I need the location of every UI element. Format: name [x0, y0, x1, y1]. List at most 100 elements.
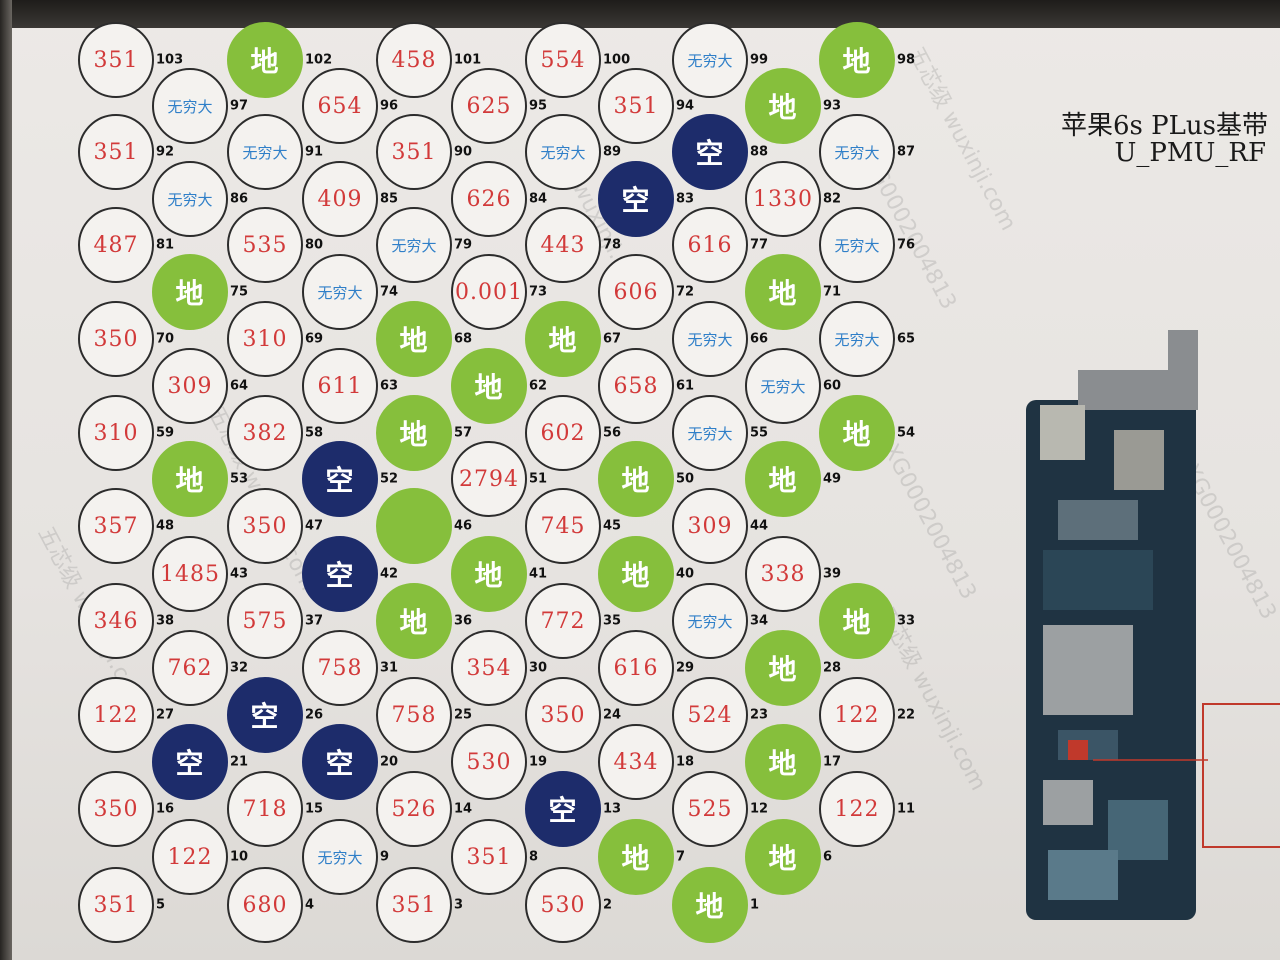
pin-43: 1485 [152, 536, 228, 612]
pin-5: 351 [78, 867, 154, 943]
pin-3: 351 [376, 867, 452, 943]
pin-number-label: 72 [676, 284, 695, 300]
pin-number-label: 9 [380, 849, 390, 865]
pin-84: 626 [451, 161, 527, 237]
pin-number-label: 35 [603, 613, 622, 629]
pin-54: 地 [819, 395, 895, 471]
pin-73: 0.001 [451, 254, 527, 330]
pin-78: 443 [525, 207, 601, 283]
pin-number-label: 61 [676, 378, 695, 394]
pin-number-label: 81 [156, 237, 175, 253]
pin-27: 122 [78, 677, 154, 753]
pin-number-label: 39 [823, 566, 842, 582]
pin-number-label: 2 [603, 897, 613, 913]
pin-number-label: 44 [750, 518, 769, 534]
pin-44: 309 [672, 488, 748, 564]
pin-number-label: 77 [750, 237, 769, 253]
pin-76: 无穷大 [819, 207, 895, 283]
pin-number-label: 1 [750, 897, 760, 913]
pin-69: 310 [227, 301, 303, 377]
pin-13: 空 [525, 771, 601, 847]
pin-number-label: 65 [897, 331, 916, 347]
pin-37: 575 [227, 583, 303, 659]
pin-number-label: 98 [897, 52, 916, 68]
pin-35: 772 [525, 583, 601, 659]
pin-number-label: 37 [305, 613, 324, 629]
pin-47: 350 [227, 488, 303, 564]
pin-number-label: 11 [897, 801, 916, 817]
pin-97: 无穷大 [152, 68, 228, 144]
pin-100: 554 [525, 22, 601, 98]
pin-number-label: 6 [823, 849, 833, 865]
pin-19: 530 [451, 724, 527, 800]
pin-30: 354 [451, 630, 527, 706]
pin-number-label: 15 [305, 801, 324, 817]
pin-number-label: 60 [823, 378, 842, 394]
pin-80: 535 [227, 207, 303, 283]
pin-number-label: 18 [676, 754, 695, 770]
pin-92: 351 [78, 114, 154, 190]
pin-94: 351 [598, 68, 674, 144]
pin-53: 地 [152, 441, 228, 517]
pin-33: 地 [819, 583, 895, 659]
pin-number-label: 66 [750, 331, 769, 347]
pin-10: 122 [152, 819, 228, 895]
pin-number-label: 90 [454, 144, 473, 160]
pin-14: 526 [376, 771, 452, 847]
pin-number-label: 7 [676, 849, 686, 865]
pin-number-label: 54 [897, 425, 916, 441]
pin-number-label: 87 [897, 144, 916, 160]
pin-49: 地 [745, 441, 821, 517]
pin-98: 地 [819, 22, 895, 98]
pin-number-label: 97 [230, 98, 249, 114]
diagram-subtitle: U_PMU_RF [1114, 138, 1266, 168]
pin-74: 无穷大 [302, 254, 378, 330]
logic-board-photo [1026, 330, 1208, 920]
pin-51: 2794 [451, 441, 527, 517]
pin-number-label: 101 [454, 52, 482, 68]
pin-number-label: 48 [156, 518, 175, 534]
pin-90: 351 [376, 114, 452, 190]
pin-number-label: 58 [305, 425, 324, 441]
pin-number-label: 4 [305, 897, 315, 913]
pin-58: 382 [227, 395, 303, 471]
pin-16: 350 [78, 771, 154, 847]
pin-number-label: 42 [380, 566, 399, 582]
pin-88: 空 [672, 114, 748, 190]
pin-number-label: 67 [603, 331, 622, 347]
pin-number-label: 63 [380, 378, 399, 394]
pin-91: 无穷大 [227, 114, 303, 190]
pin-23: 524 [672, 677, 748, 753]
pin-number-label: 13 [603, 801, 622, 817]
pin-number-label: 3 [454, 897, 464, 913]
pin-number-label: 89 [603, 144, 622, 160]
pin-63: 611 [302, 348, 378, 424]
pin-9: 无穷大 [302, 819, 378, 895]
pin-number-label: 62 [529, 378, 548, 394]
pin-67: 地 [525, 301, 601, 377]
pin-number-label: 17 [823, 754, 842, 770]
pin-number-label: 55 [750, 425, 769, 441]
pin-number-label: 93 [823, 98, 842, 114]
pin-82: 1330 [745, 161, 821, 237]
callout-box [1202, 703, 1280, 848]
pin-34: 无穷大 [672, 583, 748, 659]
pin-18: 434 [598, 724, 674, 800]
pin-number-label: 36 [454, 613, 473, 629]
pin-number-label: 88 [750, 144, 769, 160]
pin-2: 530 [525, 867, 601, 943]
pin-number-label: 34 [750, 613, 769, 629]
pin-number-label: 99 [750, 52, 769, 68]
pin-71: 地 [745, 254, 821, 330]
pin-number-label: 29 [676, 660, 695, 676]
pin-number-label: 38 [156, 613, 175, 629]
pin-55: 无穷大 [672, 395, 748, 471]
pin-number-label: 50 [676, 471, 695, 487]
pin-number-label: 91 [305, 144, 324, 160]
pin-7: 地 [598, 819, 674, 895]
pin-75: 地 [152, 254, 228, 330]
pin-20: 空 [302, 724, 378, 800]
pin-number-label: 16 [156, 801, 175, 817]
pin-36: 地 [376, 583, 452, 659]
